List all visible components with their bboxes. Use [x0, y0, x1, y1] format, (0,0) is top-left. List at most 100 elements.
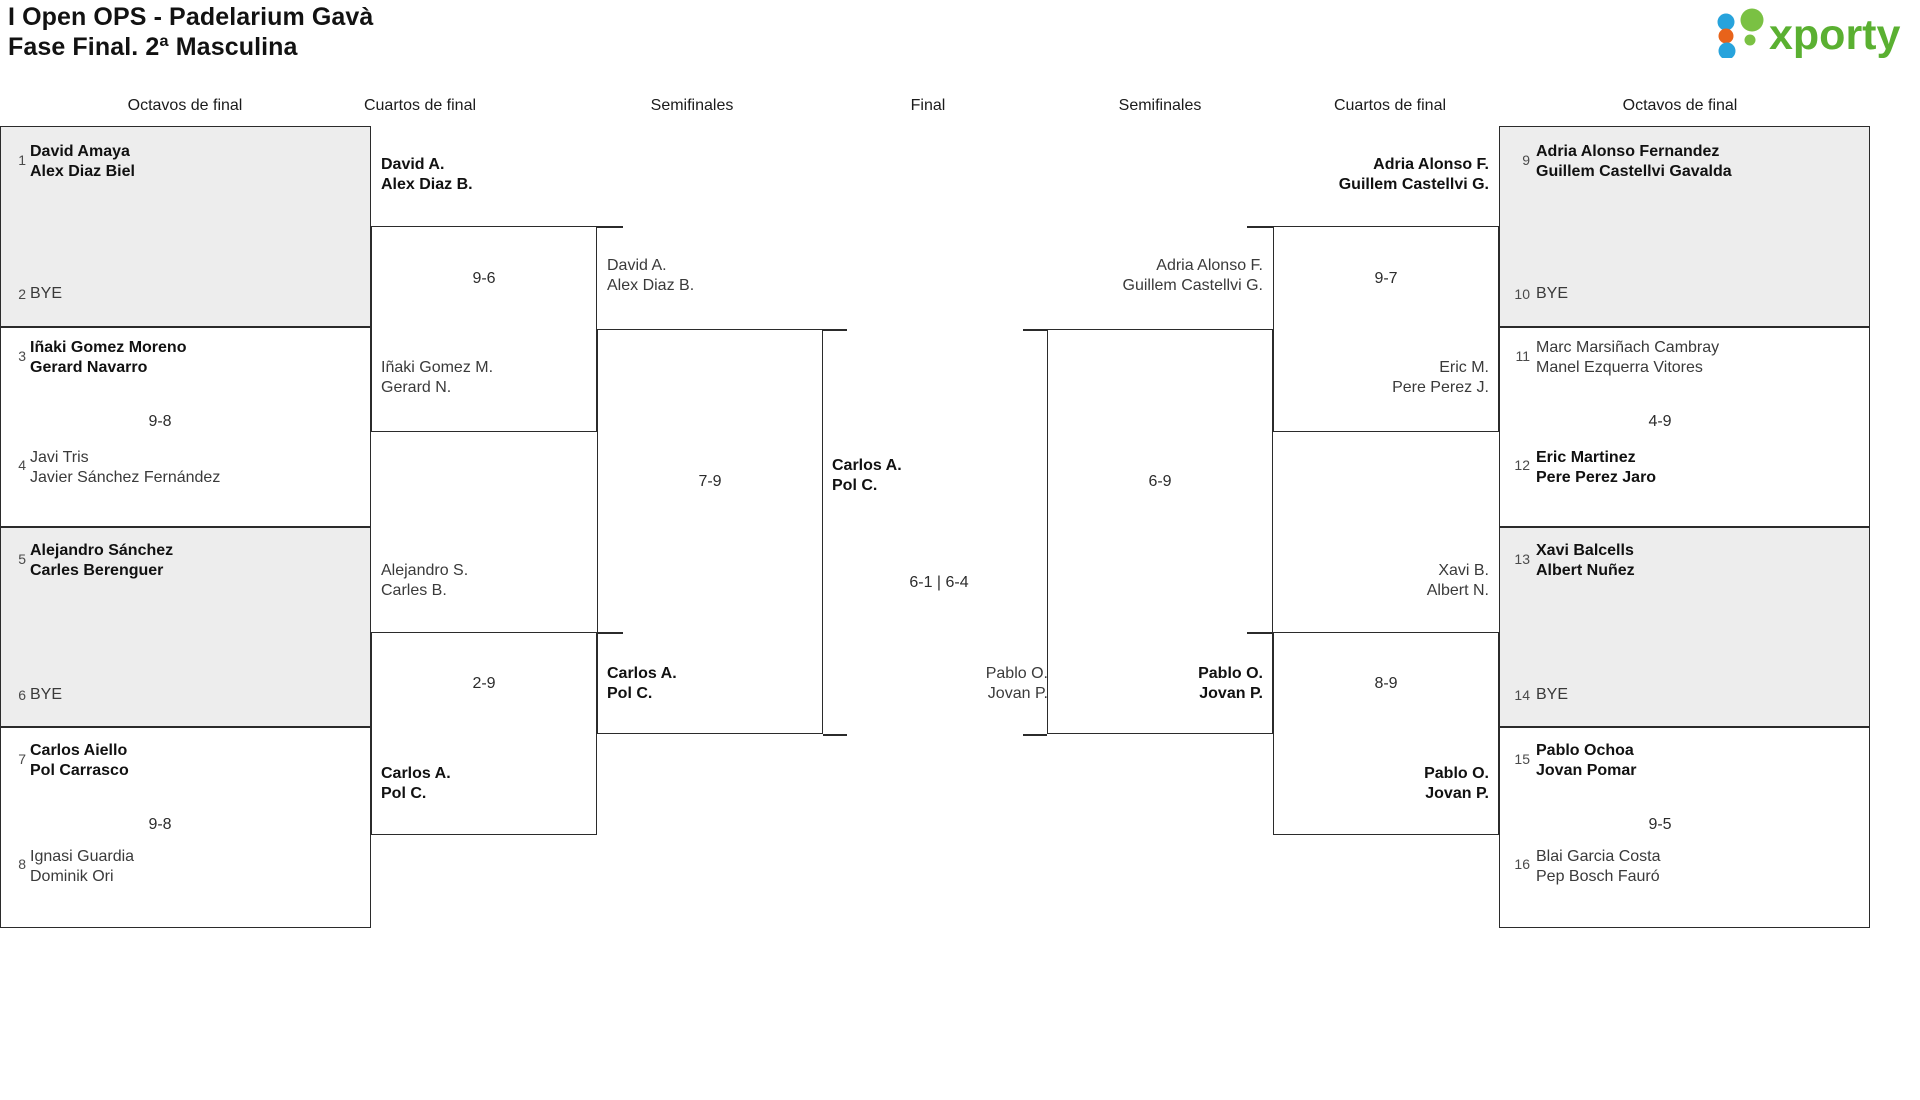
score-left-octavos-2: 9-8	[148, 413, 172, 430]
team-right-cuartos-2a: Xavi B. Albert N.	[1283, 561, 1489, 600]
round-header-right-semis: Semifinales	[1118, 97, 1202, 114]
match-box-right-octavos-1[interactable]	[1499, 126, 1870, 327]
match-box-left-semis[interactable]	[597, 329, 823, 734]
player-line-2: Manel Ezquerra Vitores	[1536, 358, 1703, 376]
player-line-1: Xavi Balcells	[1536, 542, 1634, 559]
player-line-1: Pablo O.	[985, 665, 1048, 682]
player-line-2: Albert Nuñez	[1536, 561, 1635, 579]
player-line-1: Ignasi Guardia	[30, 848, 135, 865]
seed-number: 15	[1514, 751, 1530, 767]
player-line-2: Gerard N.	[381, 378, 452, 396]
player-line-1: David A.	[607, 257, 667, 274]
seed-number: 3	[18, 348, 26, 364]
match-box-right-semis[interactable]	[1047, 329, 1273, 734]
connector	[1023, 329, 1047, 331]
team-right-cuartos-1a: Adria Alonso F. Guillem Castellvi G.	[1283, 155, 1489, 194]
connector	[1023, 734, 1047, 736]
seed-number: 4	[18, 457, 26, 473]
score-right-cuartos-2: 8-9	[1374, 675, 1398, 692]
match-box-right-cuartos-2[interactable]	[1273, 632, 1499, 835]
team-right-octavos-1a: Adria Alonso Fernandez Guillem Castellvi…	[1536, 142, 1732, 181]
round-header-right-octavos: Octavos de final	[1622, 97, 1738, 114]
player-line-2: Guillem Castellvi G.	[1338, 175, 1489, 193]
seed-number: 14	[1514, 687, 1530, 703]
connector	[597, 632, 623, 634]
team-right-octavos-4b: Blai Garcia Costa Pep Bosch Fauró	[1536, 847, 1661, 886]
player-line-2: Pep Bosch Fauró	[1536, 867, 1660, 885]
team-left-octavos-1a: David Amaya Alex Diaz Biel	[30, 142, 135, 181]
team-left-semis-b: Carlos A. Pol C.	[607, 664, 677, 703]
player-line-2: Jovan Pomar	[1536, 761, 1637, 779]
match-box-right-octavos-4[interactable]	[1499, 727, 1870, 928]
player-line-1: Javi Tris	[30, 449, 89, 466]
player-line-1: Carlos A.	[381, 765, 451, 782]
player-line-1: Eric Martinez	[1536, 449, 1636, 466]
team-left-octavos-1b: BYE	[30, 284, 62, 304]
player-line-1: Adria Alonso Fernandez	[1536, 143, 1720, 160]
player-line-2: Pol Carrasco	[30, 761, 129, 779]
match-box-right-cuartos-1[interactable]	[1273, 226, 1499, 432]
team-left-octavos-3a: Alejandro Sánchez Carles Berenguer	[30, 541, 173, 580]
player-line-1: Adria Alonso F.	[1156, 257, 1263, 274]
team-right-octavos-4a: Pablo Ochoa Jovan Pomar	[1536, 741, 1636, 780]
player-line-1: Carlos A.	[832, 457, 902, 474]
player-line-1: David Amaya	[30, 143, 130, 160]
xporty-logo: xporty	[1712, 8, 1908, 58]
team-final-right: Pablo O. Jovan P.	[838, 664, 1048, 703]
match-box-right-octavos-2[interactable]	[1499, 327, 1870, 527]
score-left-cuartos-1: 9-6	[472, 270, 496, 287]
score-left-octavos-4: 9-8	[148, 816, 172, 833]
player-line-1: Carlos Aiello	[30, 742, 128, 759]
seed-number: 10	[1514, 286, 1530, 302]
tournament-phase: Fase Final. 2ª Masculina	[8, 33, 298, 61]
player-line-2: Jovan P.	[1425, 784, 1489, 802]
player-line-1: Carlos A.	[607, 665, 677, 682]
match-box-right-octavos-3[interactable]	[1499, 527, 1870, 727]
match-box-left-octavos-1[interactable]	[0, 126, 371, 327]
player-line-2: Guillem Castellvi G.	[1122, 276, 1263, 294]
player-line-1: BYE	[1536, 686, 1569, 703]
player-line-2: Pere Perez J.	[1392, 378, 1489, 396]
match-box-left-octavos-4[interactable]	[0, 727, 371, 928]
player-line-1: Iñaki Gomez M.	[381, 359, 494, 376]
player-line-2: Pere Perez Jaro	[1536, 468, 1657, 486]
player-line-2: Jovan P.	[987, 684, 1048, 702]
score-right-octavos-4: 9-5	[1648, 816, 1672, 833]
team-left-semis-a: David A. Alex Diaz B.	[607, 256, 694, 295]
match-box-left-cuartos-2[interactable]	[371, 632, 597, 835]
score-right-cuartos-1: 9-7	[1374, 270, 1398, 287]
xporty-logo-icon: xporty	[1717, 8, 1901, 58]
team-right-octavos-1b: BYE	[1536, 284, 1568, 304]
team-right-cuartos-1b: Eric M. Pere Perez J.	[1283, 358, 1489, 397]
player-line-1: David A.	[381, 156, 445, 173]
seed-number: 11	[1515, 348, 1530, 364]
score-final: 6-1 | 6-4	[909, 574, 969, 591]
player-line-1: Pablo O.	[1198, 665, 1263, 682]
connector	[823, 329, 847, 331]
team-left-cuartos-1b: Iñaki Gomez M. Gerard N.	[381, 358, 493, 397]
player-line-2: Carles Berenguer	[30, 561, 164, 579]
player-line-1: Alejandro S.	[381, 562, 469, 579]
match-box-left-octavos-3[interactable]	[0, 527, 371, 727]
match-box-left-octavos-2[interactable]	[0, 327, 371, 527]
connector	[597, 226, 623, 228]
team-right-semis-a: Adria Alonso F. Guillem Castellvi G.	[1057, 256, 1263, 295]
tournament-name: I Open OPS - Padelarium Gavà	[8, 3, 374, 31]
round-header-right-cuartos: Cuartos de final	[1333, 97, 1447, 114]
round-header-left-semis: Semifinales	[650, 97, 734, 114]
seed-number: 9	[1522, 152, 1530, 168]
player-line-2: Albert N.	[1426, 581, 1489, 599]
player-line-2: Pol C.	[381, 784, 427, 802]
player-line-2: Alex Diaz Biel	[30, 162, 135, 180]
score-left-cuartos-2: 2-9	[472, 675, 496, 692]
seed-number: 5	[18, 551, 26, 567]
player-line-1: Eric M.	[1439, 359, 1489, 376]
round-header-final: Final	[910, 97, 946, 114]
player-line-2: Pol C.	[607, 684, 653, 702]
player-line-1: BYE	[30, 686, 63, 703]
player-line-2: Guillem Castellvi Gavalda	[1536, 162, 1732, 180]
player-line-2: Jovan P.	[1199, 684, 1263, 702]
seed-number: 13	[1514, 551, 1530, 567]
player-line-1: BYE	[30, 285, 63, 302]
match-box-left-cuartos-1[interactable]	[371, 226, 597, 432]
